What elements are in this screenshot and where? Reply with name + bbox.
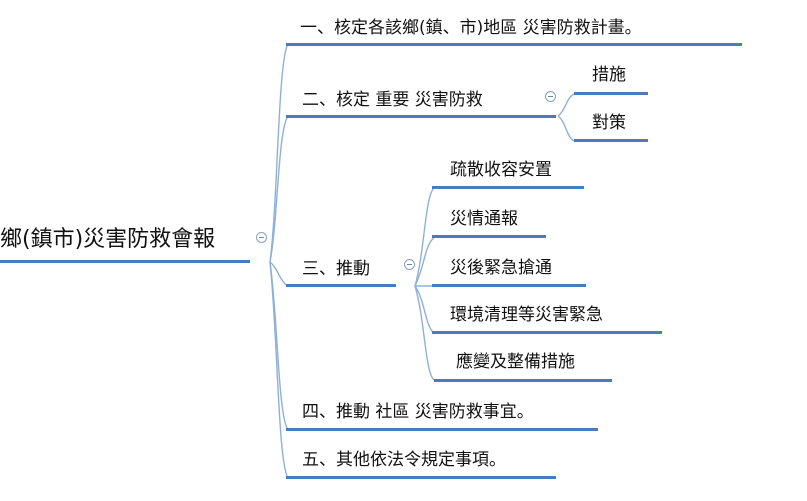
branch-1-underline: [286, 43, 742, 46]
root-node-underline: [0, 260, 250, 263]
branch-3-child-3-underline: [432, 284, 586, 287]
branch-3-child-1-label: 疏散收容安置: [450, 160, 552, 180]
branch-5-underline: [286, 476, 556, 479]
branch-3-child-3-label: 災後緊急搶通: [450, 258, 552, 278]
connector-b3-c1: [414, 187, 435, 287]
branch-3-child-4-label: 環境清理等災害緊急: [450, 305, 603, 325]
connector-root-b2: [269, 115, 289, 263]
collapse-minus-icon[interactable]: [256, 232, 267, 243]
branch-3-child-4-underline: [432, 331, 662, 334]
branch-2-underline: [286, 115, 556, 118]
connector-b3-c4: [414, 285, 435, 334]
connector-root-b5: [269, 261, 289, 479]
branch-3-child-2-underline: [432, 235, 546, 238]
root-node-label: 鄉(鎮市)災害防救會報: [0, 227, 216, 252]
branch-3-child-5-underline: [434, 379, 612, 382]
collapse-minus-icon[interactable]: [404, 259, 415, 270]
connector-b2-c2: [557, 115, 575, 142]
connector-b2-c1: [557, 93, 575, 117]
branch-1-label: 一、核定各該鄉(鎮、市)地區 災害防救計畫。: [300, 18, 642, 38]
branch-3-child-1-underline: [432, 186, 584, 189]
branch-5-label: 五、其他依法令規定事項。: [302, 450, 506, 470]
branch-4-label: 四、推動 社區 災害防救事宜。: [302, 402, 534, 422]
connector-b3-c5: [414, 285, 435, 381]
branch-3-child-5-label: 應變及整備措施: [456, 352, 575, 372]
connector-b3-c2: [414, 237, 435, 287]
branch-2-child-2-underline: [574, 139, 648, 142]
branch-3-child-2-label: 災情通報: [450, 209, 518, 229]
connector-root-b1: [269, 43, 289, 263]
branch-3-underline: [286, 284, 396, 287]
collapse-minus-icon[interactable]: [545, 91, 556, 102]
branch-2-label: 二、核定 重要 災害防救: [302, 90, 483, 110]
branch-4-underline: [286, 428, 598, 431]
branch-2-child-1-label: 措施: [592, 65, 626, 85]
branch-2-child-2-label: 對策: [592, 113, 626, 133]
branch-3-label: 三、推動: [302, 259, 370, 279]
branch-2-child-1-underline: [574, 92, 648, 95]
